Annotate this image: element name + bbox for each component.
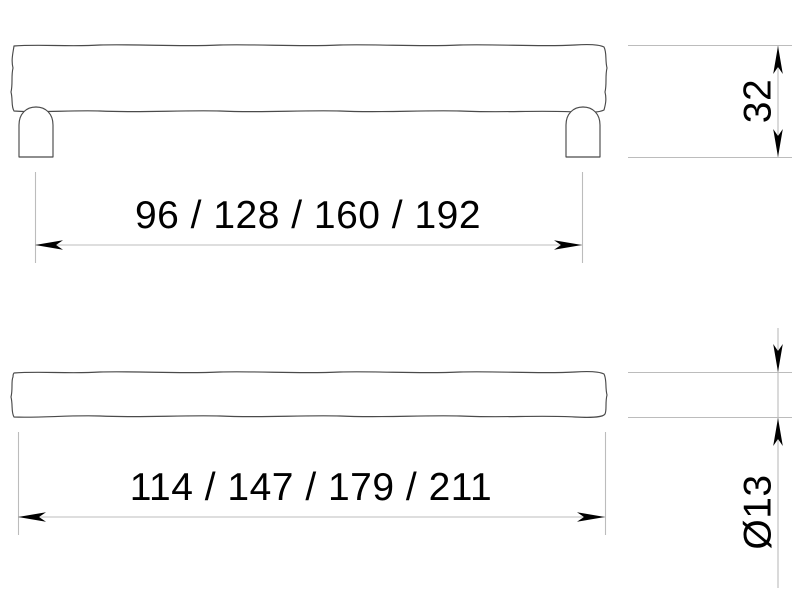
dimension-label-center-distance: 96 / 128 / 160 / 192	[135, 194, 481, 237]
dimension-overall-length: 114 / 147 / 179 / 211	[17, 432, 607, 535]
handle-bar-body	[10, 44, 608, 113]
handle-bar-plan	[10, 371, 608, 418]
arrow-head-diameter-bottom	[773, 418, 783, 446]
dimension-label-diameter: Ø13	[736, 474, 779, 549]
dimension-label-overall-length: 114 / 147 / 179 / 211	[130, 466, 493, 509]
handle-left-leg	[18, 106, 54, 158]
dimension-bar-diameter: Ø13	[628, 328, 792, 588]
arrow-head-diameter-top	[773, 344, 783, 372]
dimension-label-height: 32	[736, 79, 779, 123]
dimension-center-distance: 96 / 128 / 160 / 192	[34, 172, 584, 263]
view-top-plan	[10, 371, 608, 418]
handle-right-leg	[565, 106, 601, 158]
arrow-head-cc-right	[554, 240, 582, 250]
arrow-head-height-top	[773, 46, 783, 74]
arrow-head-cc-left	[35, 240, 63, 250]
arrow-head-height-bottom	[773, 129, 783, 157]
arrow-head-length-left	[18, 512, 46, 522]
view-front-elevation	[10, 44, 608, 158]
dimension-height-32: 32	[628, 44, 792, 159]
arrow-head-length-right	[577, 512, 605, 522]
